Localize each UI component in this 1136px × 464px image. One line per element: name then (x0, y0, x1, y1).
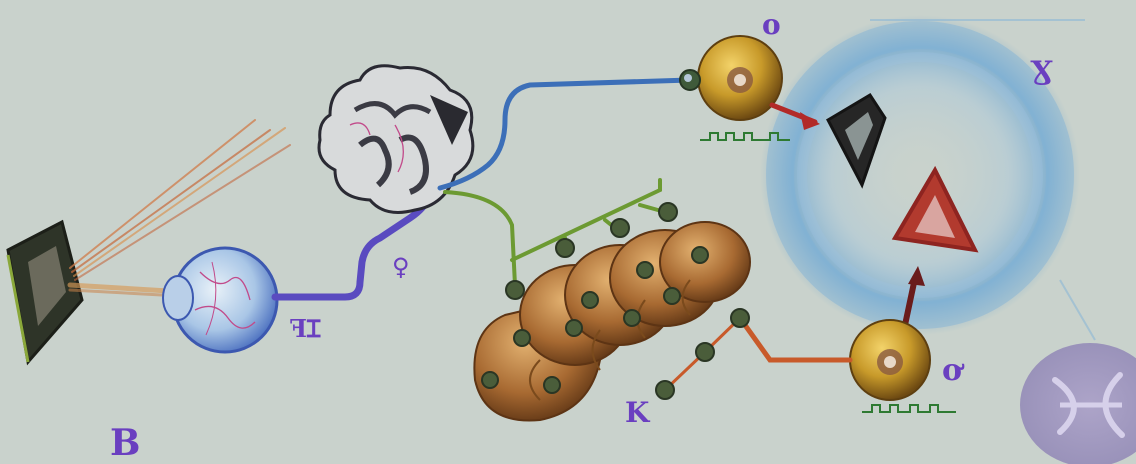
node (506, 281, 524, 299)
node (556, 239, 574, 257)
node (696, 343, 714, 361)
node (544, 377, 560, 393)
bottom-neuron (850, 320, 930, 400)
label-eye-nerve: ꟻꞮ (290, 314, 321, 343)
node (656, 381, 674, 399)
node (514, 330, 530, 346)
node (659, 203, 677, 221)
label-nerve-junction: ♀ (392, 252, 410, 281)
node (664, 288, 680, 304)
label-top-neuron: o (762, 8, 781, 41)
label-bottom-neuron: ơ (942, 353, 965, 388)
label-coil: K (625, 396, 651, 429)
node (637, 262, 653, 278)
node (582, 292, 598, 308)
node (624, 310, 640, 326)
node (731, 309, 749, 327)
node (611, 219, 629, 237)
label-right-circle: Ɣ (1030, 55, 1053, 90)
node (566, 320, 582, 336)
label-bottom-left: B (110, 422, 140, 464)
node (692, 247, 708, 263)
node (482, 372, 498, 388)
